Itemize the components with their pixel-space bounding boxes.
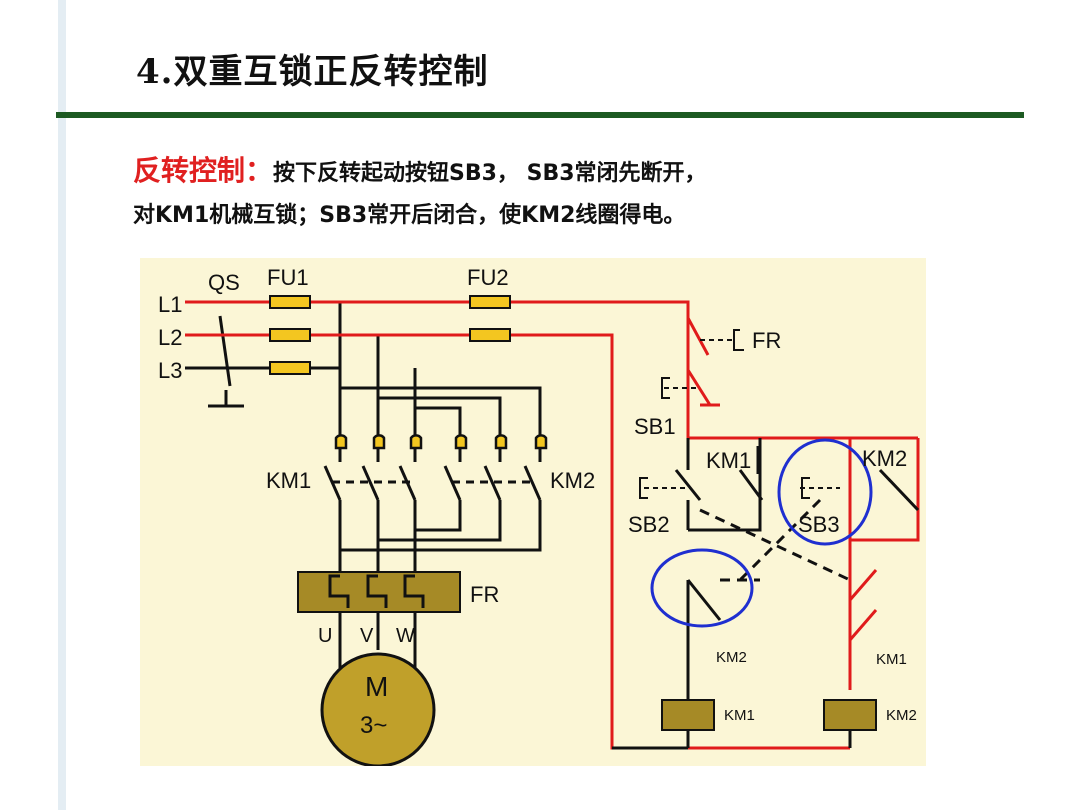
label-sb1: SB1 <box>634 414 676 439</box>
label-l3: L3 <box>158 358 182 383</box>
label-w: W <box>396 625 415 647</box>
sb3-button <box>738 468 920 582</box>
circuit-diagram: L1 L2 L3 QS FU1 FU2 KM1 KM2 FR U V W M 3… <box>140 258 926 768</box>
label-km1-interlock: KM1 <box>876 651 907 668</box>
fuses <box>269 295 511 375</box>
label-motor: M <box>365 671 388 702</box>
label-fu1: FU1 <box>267 265 309 290</box>
label-km2-interlock: KM2 <box>716 649 747 666</box>
description-line-2: 对KM1机械互锁；SB3常开后闭合，使KM2线圈得电。 <box>133 203 686 228</box>
label-km1-coil: KM1 <box>724 707 755 724</box>
fr-control-contact <box>686 317 710 356</box>
label-l1: L1 <box>158 292 182 317</box>
fr-linkage <box>700 329 744 351</box>
left-accent-bar <box>58 0 66 810</box>
label-motor-sub: 3~ <box>360 712 387 739</box>
km2-interlock-contact <box>686 579 722 621</box>
label-v: V <box>360 625 374 647</box>
description-line-1: 按下反转起动按钮SB3， SB3常闭先断开， <box>273 161 707 186</box>
label-km2-aux: KM2 <box>862 446 907 471</box>
highlight-circles <box>650 438 873 628</box>
slide-title: 4.双重互锁正反转控制 <box>136 52 489 92</box>
energized-lines <box>185 300 850 750</box>
coils <box>661 699 877 731</box>
control-circuit-red <box>686 318 920 690</box>
sb2-button <box>674 469 764 501</box>
title-underline <box>56 112 1024 118</box>
label-sb2: SB2 <box>628 512 670 537</box>
fr-relay-main <box>297 571 461 613</box>
circuit-svg: L1 L2 L3 QS FU1 FU2 KM1 KM2 FR U V W M 3… <box>158 265 920 768</box>
label-km1-aux: KM1 <box>706 448 751 473</box>
control-circuit-black <box>612 438 852 750</box>
label-km1-main: KM1 <box>266 468 311 493</box>
label-km2-coil: KM2 <box>886 707 917 724</box>
km1-interlock-contact <box>848 569 878 641</box>
contact-caps <box>334 434 548 450</box>
label-sb3: SB3 <box>798 512 840 537</box>
sb1-button <box>686 369 720 407</box>
label-u: U <box>318 625 332 647</box>
description: 反转控制：按下反转起动按钮SB3， SB3常闭先断开， 对KM1机械互锁；SB3… <box>133 150 1013 237</box>
label-km2-main: KM2 <box>550 468 595 493</box>
label-l2: L2 <box>158 325 182 350</box>
label-qs: QS <box>208 270 240 295</box>
description-label: 反转控制： <box>133 154 274 187</box>
label-fu2: FU2 <box>467 265 509 290</box>
label-fr-control: FR <box>752 328 781 353</box>
main-circuit <box>185 302 542 668</box>
label-fr-main: FR <box>470 582 499 607</box>
